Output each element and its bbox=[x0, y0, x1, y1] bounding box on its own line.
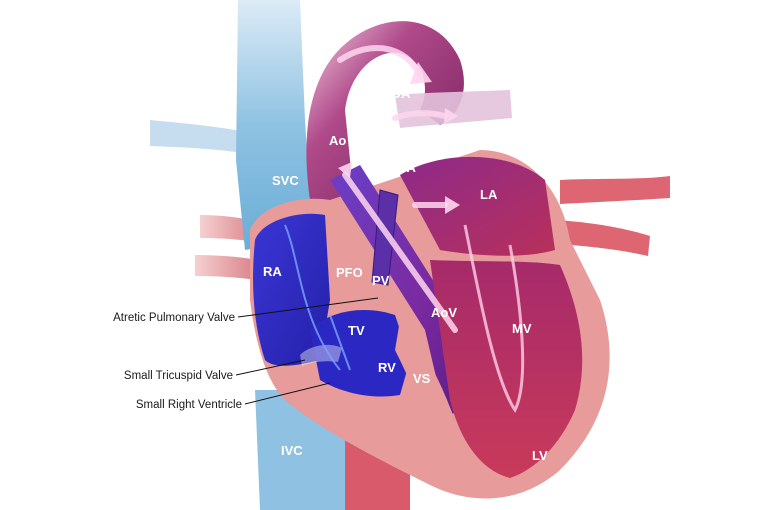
label-pv: PV bbox=[372, 273, 390, 288]
callout-lines bbox=[235, 297, 379, 405]
flow-arrow-mpa bbox=[342, 172, 458, 333]
ventricular-septum bbox=[395, 320, 470, 465]
pulmonary-vein-right-upper bbox=[560, 176, 670, 204]
arrow-head-la bbox=[445, 196, 460, 214]
label-aov: AoV bbox=[431, 305, 457, 320]
left-atrium bbox=[400, 156, 555, 256]
flow-arrow-ra bbox=[284, 224, 341, 371]
arrow-head-arch bbox=[410, 62, 432, 84]
flow-arrows bbox=[337, 45, 458, 333]
callout-line-right-ventricle bbox=[244, 382, 331, 405]
lv-flow bbox=[463, 224, 525, 413]
label-ao: Ao bbox=[329, 133, 346, 148]
callout-line-pulmonary-valve bbox=[237, 297, 379, 318]
flow-arrow-arch bbox=[337, 45, 423, 78]
label-pda: PDA bbox=[383, 86, 411, 101]
label-rv: RV bbox=[378, 360, 396, 375]
tricuspid-orifice bbox=[300, 344, 342, 366]
aortic-arch bbox=[306, 21, 464, 210]
label-mpa: MPA bbox=[388, 160, 417, 175]
flow-arrow-tv bbox=[329, 314, 351, 371]
vessel-left-lower bbox=[195, 255, 268, 282]
label-ra: RA bbox=[263, 264, 282, 279]
label-la: LA bbox=[480, 187, 498, 202]
pulmonary-vein-right-lower bbox=[555, 220, 650, 256]
callout-line-tricuspid-valve bbox=[235, 359, 306, 376]
label-ivc: IVC bbox=[281, 443, 303, 458]
superior-vena-cava bbox=[236, 0, 310, 250]
main-pulmonary-artery bbox=[330, 165, 470, 415]
callout-small-tricuspid-valve: Small Tricuspid Valve bbox=[124, 370, 233, 382]
flow-arrow-lv bbox=[463, 224, 525, 413]
left-ventricle bbox=[430, 260, 583, 478]
ra-flow bbox=[284, 224, 351, 371]
label-vs: VS bbox=[413, 371, 431, 386]
label-pfo: PFO bbox=[336, 265, 363, 280]
callout-atretic-pulmonary-valve: Atretic Pulmonary Valve bbox=[113, 312, 235, 324]
ductus-arteriosus bbox=[395, 90, 512, 128]
flow-arrow-pda bbox=[392, 110, 448, 121]
arrow-heads bbox=[338, 62, 460, 214]
callout-small-right-ventricle: Small Right Ventricle bbox=[136, 399, 242, 411]
pulmonary-valve-band bbox=[371, 189, 399, 286]
arrow-head-pda bbox=[444, 108, 458, 124]
label-svc: SVC bbox=[272, 173, 299, 188]
label-lv: LV bbox=[532, 448, 548, 463]
label-tv: TV bbox=[348, 323, 365, 338]
right-atrium bbox=[253, 213, 330, 366]
arrow-head-mpa-top bbox=[338, 162, 352, 178]
label-mv: MV bbox=[512, 321, 532, 336]
